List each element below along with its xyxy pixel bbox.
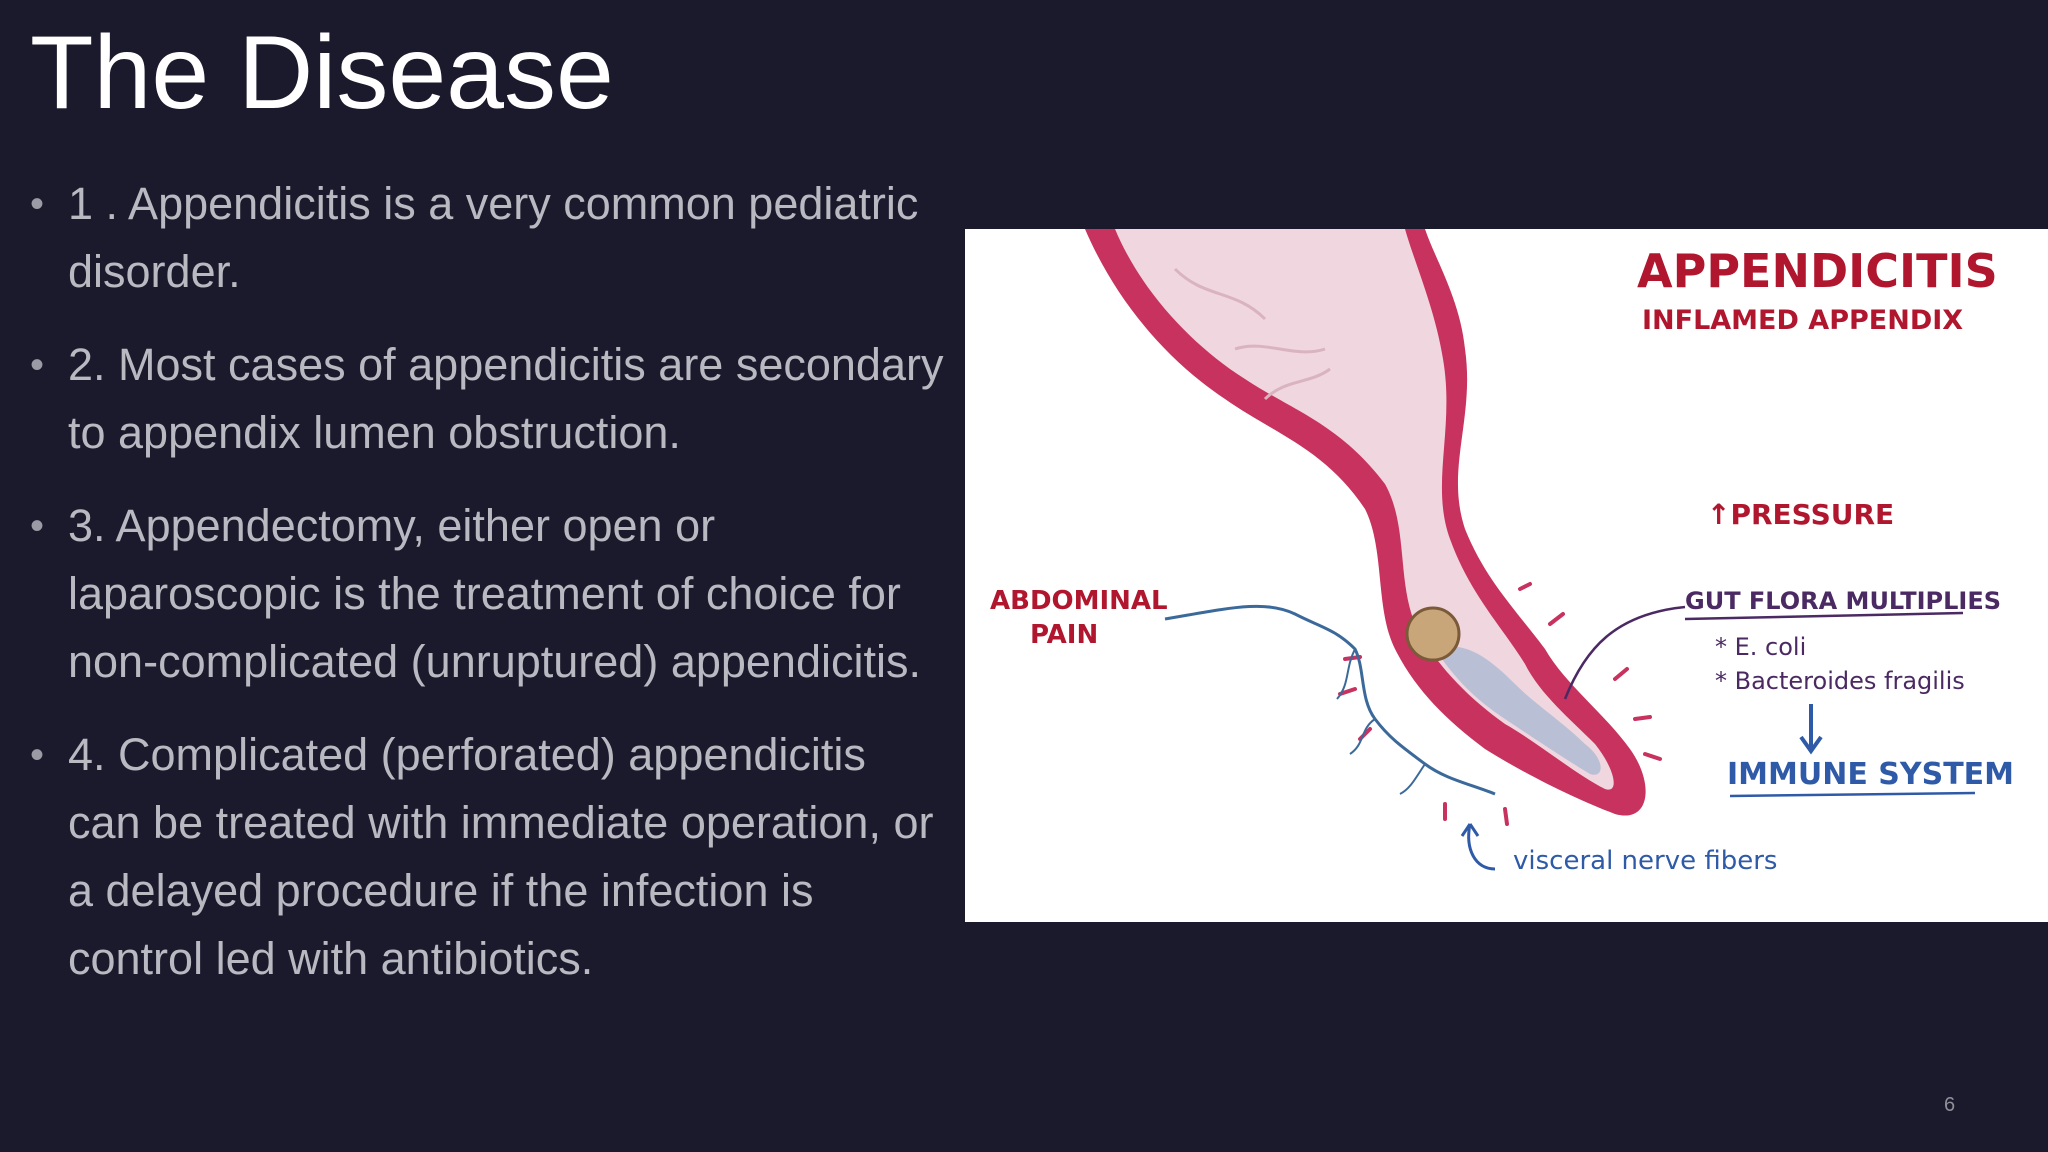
visceral-arrow-head xyxy=(1460,823,1480,837)
bacteria-cluster xyxy=(1435,646,1601,775)
bullet-item: • 3. Appendectomy, either open or laparo… xyxy=(30,492,950,696)
figure-title: APPENDICITIS xyxy=(1637,244,1998,298)
down-arrow-head xyxy=(1799,735,1823,755)
pressure-label: ↑PRESSURE xyxy=(1707,498,1894,531)
bullet-dot-icon: • xyxy=(30,182,45,226)
bullet-list: • 1 . Appendicitis is a very common pedi… xyxy=(30,170,950,1018)
abdominal-label: ABDOMINAL xyxy=(990,586,1168,616)
visceral-arrow xyxy=(1467,823,1496,871)
flora-underline xyxy=(1684,611,1964,621)
bacteroides-label: * Bacteroides fragilis xyxy=(1715,667,1965,695)
appendix-drawing: APPENDICITIS INFLAMED APPENDIX ↑PRESSURE… xyxy=(990,229,2014,876)
bullet-dot-icon: • xyxy=(30,343,45,387)
fold-line xyxy=(1263,367,1331,401)
visceral-label: visceral nerve fibers xyxy=(1513,846,1777,876)
appendix-lumen xyxy=(1115,229,1614,790)
nerve-branch xyxy=(1336,648,1426,795)
nerve-fiber xyxy=(1164,604,1496,796)
gut-flora-label: GUT FLORA MULTIPLIES xyxy=(1685,587,2001,615)
fecalith xyxy=(1405,606,1461,662)
bullet-item: • 1 . Appendicitis is a very common pedi… xyxy=(30,170,950,306)
bullet-item: • 4. Complicated (perforated) appendicit… xyxy=(30,721,950,993)
slide-title: The Disease xyxy=(30,15,614,131)
immune-underline xyxy=(1729,791,1976,798)
appendicitis-illustration: APPENDICITIS INFLAMED APPENDIX ↑PRESSURE… xyxy=(965,229,2048,922)
figure-subtitle: INFLAMED APPENDIX xyxy=(1642,305,1963,336)
bullet-text: 2. Most cases of appendicitis are second… xyxy=(68,339,944,458)
bullet-text: 3. Appendectomy, either open or laparosc… xyxy=(68,500,921,687)
bullet-dot-icon: • xyxy=(30,504,45,548)
page-number: 6 xyxy=(1944,1094,1956,1116)
fold-line xyxy=(1173,267,1267,321)
bullet-dot-icon: • xyxy=(30,733,45,777)
bullet-item: • 2. Most cases of appendicitis are seco… xyxy=(30,331,950,467)
immune-system-label: IMMUNE SYSTEM xyxy=(1727,757,2014,792)
fold-line xyxy=(1234,344,1326,354)
ecoli-label: * E. coli xyxy=(1715,633,1806,661)
bullet-text: 1 . Appendicitis is a very common pediat… xyxy=(68,178,919,297)
bullet-text: 4. Complicated (perforated) appendicitis… xyxy=(68,729,934,984)
pain-label: PAIN xyxy=(1030,620,1098,650)
flora-pointer xyxy=(1563,605,1686,700)
